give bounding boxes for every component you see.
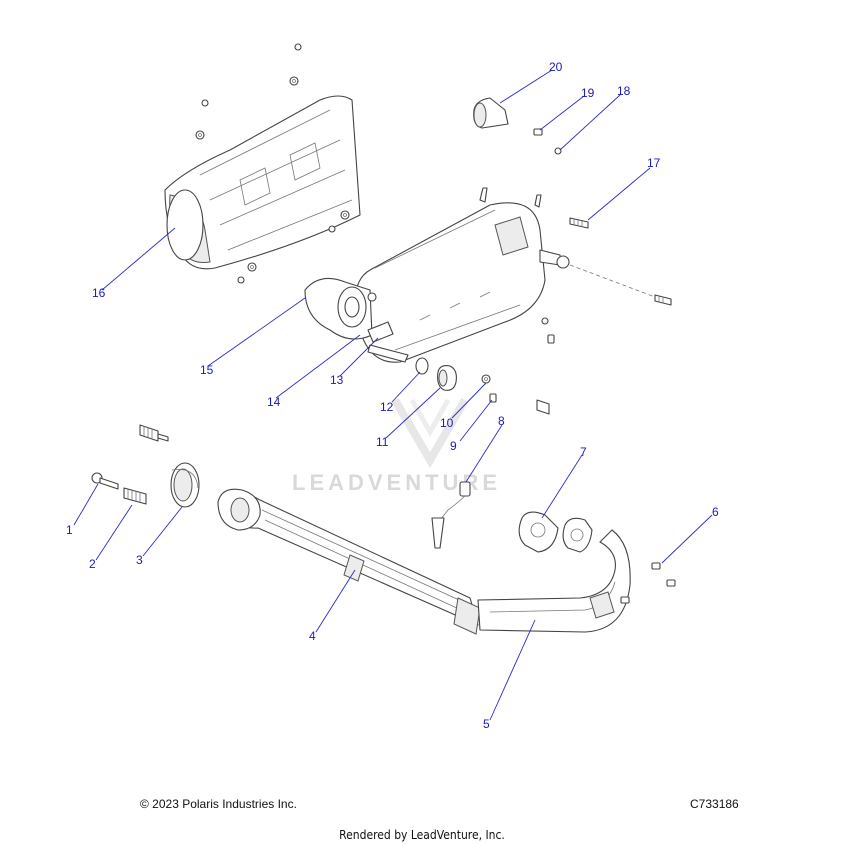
part-washer-12[interactable]	[415, 357, 429, 375]
callout-14[interactable]: 14	[267, 395, 281, 409]
callout-3[interactable]: 3	[136, 553, 143, 567]
part-end-cap[interactable]	[473, 97, 509, 129]
callout-15[interactable]: 15	[200, 363, 214, 377]
callout-20[interactable]: 20	[549, 60, 563, 74]
part-bolts-6[interactable]	[620, 562, 676, 604]
part-nut-18[interactable]	[554, 147, 562, 155]
callout-1[interactable]: 1	[66, 523, 73, 537]
callout-6[interactable]: 6	[712, 505, 719, 519]
callout-12[interactable]: 12	[380, 400, 394, 414]
leadventure-logo-icon	[391, 397, 469, 468]
callout-9[interactable]: 9	[450, 439, 457, 453]
part-grommet-11[interactable]	[437, 365, 457, 391]
callout-11[interactable]: 11	[376, 435, 389, 449]
rendered-by-text: Rendered by LeadVenture, Inc.	[339, 828, 505, 842]
leader-lines	[73, 69, 713, 721]
callout-4[interactable]: 4	[309, 629, 316, 643]
misc-hardware	[536, 317, 555, 415]
part-bolt-1[interactable]	[91, 472, 119, 490]
part-head-pipe[interactable]	[217, 488, 481, 635]
part-muffler[interactable]	[304, 187, 570, 363]
callout-17[interactable]: 17	[647, 156, 661, 170]
part-spring-2[interactable]	[123, 487, 147, 505]
part-gasket-7[interactable]	[518, 511, 559, 553]
part-rear-pipe[interactable]	[477, 517, 631, 633]
callout-13[interactable]: 13	[330, 373, 344, 387]
copyright-text: © 2023 Polaris Industries Inc.	[140, 797, 297, 811]
callout-16[interactable]: 16	[92, 286, 106, 300]
part-gasket-ring-3[interactable]	[170, 462, 200, 508]
watermark: LEADVENTURE	[292, 397, 497, 495]
callout-labels: 1 2 3 4 5 6 7 8 9 10 11 12 13 14 15 16 1…	[66, 60, 719, 731]
part-stud-upper	[139, 424, 169, 442]
callout-18[interactable]: 18	[617, 84, 631, 98]
callout-8[interactable]: 8	[498, 414, 505, 428]
diagram-code: C733186	[690, 797, 739, 811]
part-heat-shield[interactable]	[164, 95, 361, 270]
part-bolt-19[interactable]	[533, 128, 543, 136]
callout-10[interactable]: 10	[440, 416, 454, 430]
heat-shield-hardware	[195, 43, 350, 284]
callout-2[interactable]: 2	[89, 557, 96, 571]
callout-7[interactable]: 7	[580, 445, 587, 459]
part-washer-10[interactable]	[481, 374, 491, 384]
callout-5[interactable]: 5	[483, 717, 490, 731]
callout-19[interactable]: 19	[581, 86, 595, 100]
part-spring[interactable]	[569, 217, 672, 306]
part-o2-sensor[interactable]	[431, 481, 471, 549]
